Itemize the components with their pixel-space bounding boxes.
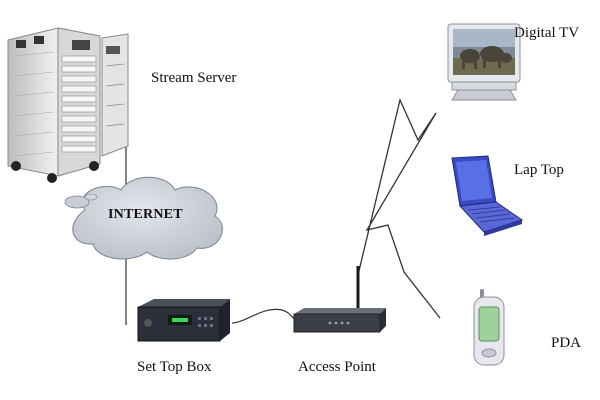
- internet-label: INTERNET: [108, 207, 183, 222]
- wireless-link: [357, 97, 441, 319]
- server-label: Stream Server: [151, 70, 237, 86]
- set-top-box-icon: [137, 299, 230, 342]
- laptop-icon: [451, 155, 524, 236]
- pda-label: PDA: [551, 335, 582, 351]
- tv-label: Digital TV: [514, 25, 580, 41]
- settop-to-ap-cable: [231, 308, 297, 324]
- server-icon: [7, 27, 129, 183]
- cloud-icon: [64, 176, 223, 260]
- pda-icon: [473, 289, 505, 366]
- laptop-label: Lap Top: [514, 162, 564, 178]
- settop-label: Set Top Box: [137, 359, 212, 375]
- access-point-icon: [293, 266, 386, 333]
- access-point-label: Access Point: [298, 359, 376, 375]
- tv-icon: [447, 23, 521, 101]
